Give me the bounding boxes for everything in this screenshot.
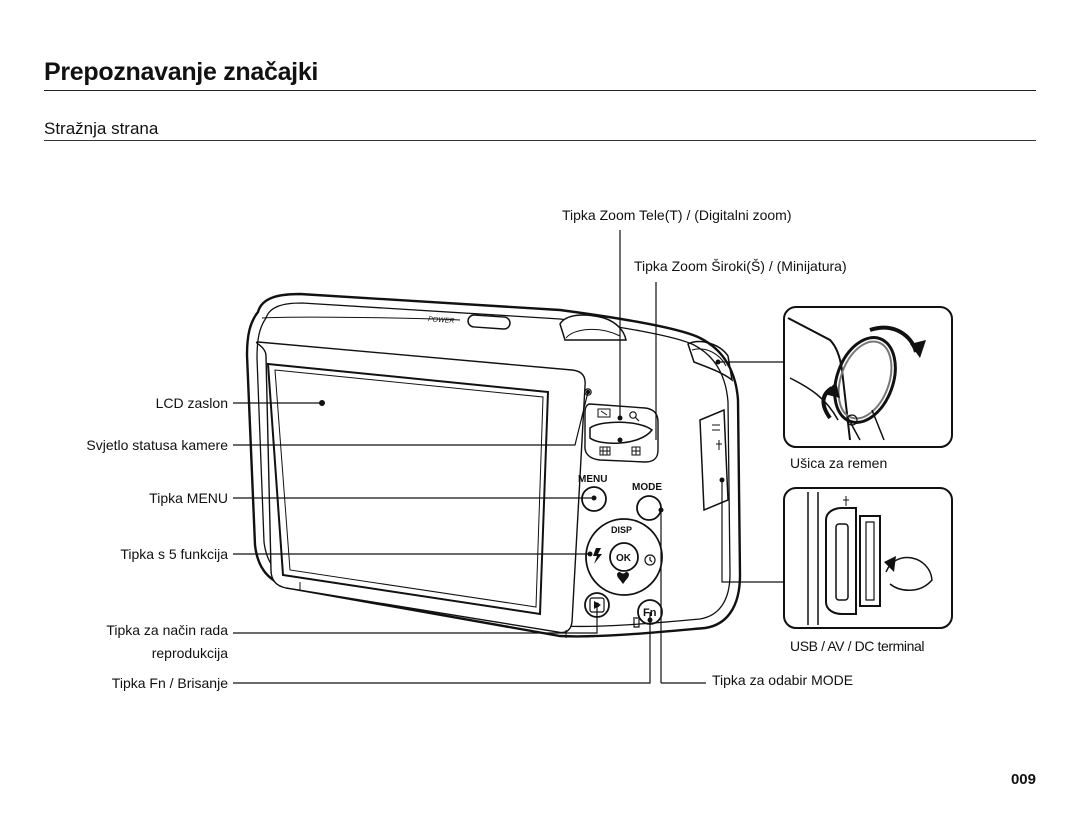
flash-icon (593, 548, 602, 564)
label-usb-terminal: USB / AV / DC terminal (790, 638, 925, 654)
page-number: 009 (1010, 771, 1036, 788)
leader-mode (660, 508, 706, 684)
leader-playback (233, 605, 598, 634)
camera-body (245, 292, 742, 638)
usb-terminal-inset (783, 487, 953, 629)
label-playback-line1: Tipka za način rada (106, 622, 228, 638)
ok-text: OK (616, 553, 632, 564)
usb-icon (716, 440, 722, 450)
label-zoom-wide: Tipka Zoom Široki(Š) / (Minijatura) (634, 258, 847, 274)
leader-lines (233, 230, 784, 684)
leader-usb (721, 480, 784, 583)
title-rule (44, 90, 1036, 91)
menu-text: MENU (578, 474, 607, 485)
disp-text: DISP (611, 525, 632, 535)
label-strap-eyelet: Ušica za remen (790, 455, 888, 471)
zoom-wide-icon (599, 446, 611, 456)
label-zoom-tele: Tipka Zoom Tele(T) / (Digitalni zoom) (562, 207, 792, 223)
zoom-tele-icon (629, 411, 640, 422)
power-text: POWER (428, 316, 455, 325)
self-timer-icon (644, 554, 656, 566)
delete-icon (633, 617, 640, 628)
label-mode-select: Tipka za odabir MODE (712, 672, 854, 688)
page-title: Prepoznavanje značajki (44, 58, 319, 86)
label-lcd: LCD zaslon (155, 395, 228, 411)
label-menu-button: Tipka MENU (149, 490, 228, 506)
label-playback-line2: reprodukcija (151, 645, 228, 661)
label-fn-delete: Tipka Fn / Brisanje (111, 675, 228, 691)
leader-fn (233, 612, 651, 684)
section-rule (44, 140, 1036, 141)
thumbnail-icon (631, 446, 641, 456)
leader-dots (319, 359, 725, 623)
leader-status-light (233, 391, 589, 446)
section-title: Stražnja strana (44, 119, 159, 138)
strap-eyelet-inset (783, 306, 953, 448)
label-five-function: Tipka s 5 funkcija (120, 546, 228, 562)
digital-zoom-icon (597, 408, 611, 418)
label-status-light: Svjetlo statusa kamere (86, 437, 228, 453)
macro-icon (617, 572, 629, 584)
mode-text: MODE (632, 482, 662, 493)
